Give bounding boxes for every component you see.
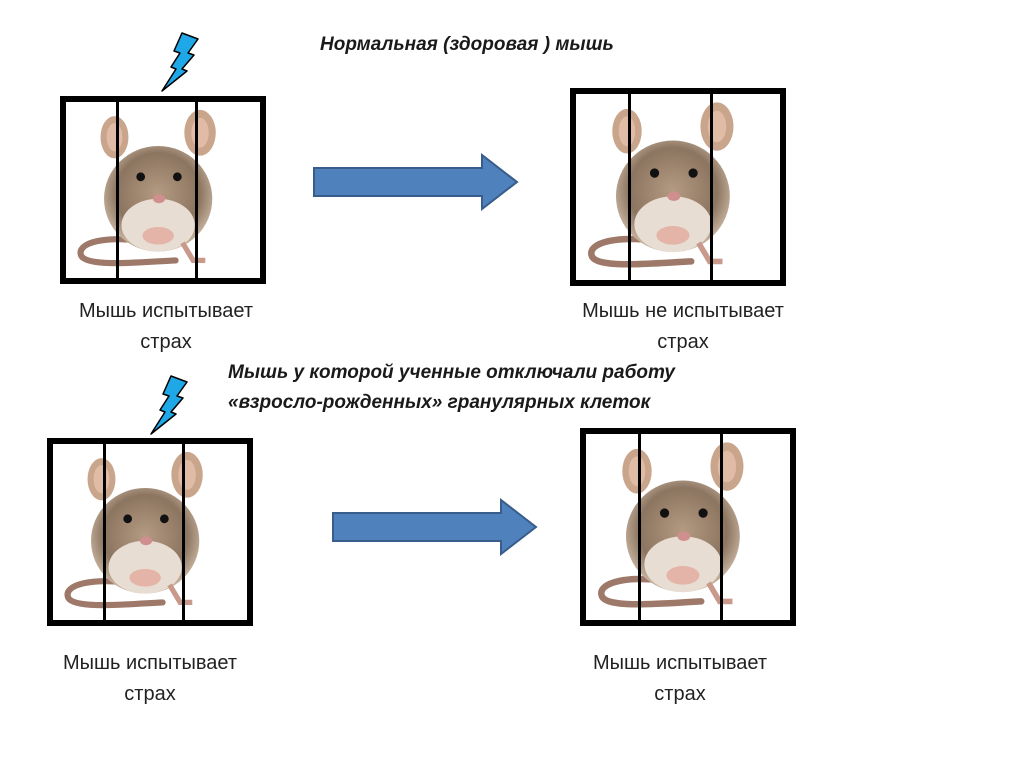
mouse-image (576, 94, 780, 280)
caption-top-left: Мышь испытывает страх (26, 296, 306, 358)
top-title: Нормальная (здоровая ) мышь (320, 34, 614, 55)
cage-bar (116, 102, 119, 278)
arrow-icon (332, 498, 538, 556)
cage-bar (182, 444, 185, 620)
caption-top-right: Мышь не испытывает страх (543, 296, 823, 358)
bottom-title: Мышь у которой ученные отключали работу … (228, 358, 675, 418)
caption-line: страх (654, 683, 706, 705)
mouse-image (53, 444, 247, 620)
caption-bottom-left: Мышь испытывает страх (10, 648, 290, 710)
cage-bottom-right (580, 428, 796, 626)
cage-bar (628, 94, 631, 280)
cage-bar (710, 94, 713, 280)
cage-top-right (570, 88, 786, 286)
caption-line: Мышь испытывает (78, 300, 254, 322)
caption-line: страх (124, 683, 176, 705)
title-line: «взросло-рожденных» гранулярных клеток (228, 392, 651, 413)
cage-bottom-left (47, 438, 253, 626)
lightning-icon (160, 31, 200, 93)
cage-bar (103, 444, 106, 620)
caption-line: страх (140, 331, 192, 353)
caption-line: Мышь не испытывает (582, 300, 784, 322)
cage-top-left (60, 96, 266, 284)
lightning-icon (149, 374, 189, 436)
mouse-image (66, 102, 260, 278)
mouse-image (586, 434, 790, 620)
arrow-icon (313, 153, 519, 211)
caption-line: страх (657, 331, 709, 353)
caption-line: Мышь испытывает (62, 652, 238, 674)
cage-bar (195, 102, 198, 278)
cage-bar (638, 434, 641, 620)
cage-bar (720, 434, 723, 620)
caption-line: Мышь испытывает (592, 652, 768, 674)
title-line: Мышь у которой ученные отключали работу (228, 362, 675, 383)
caption-bottom-right: Мышь испытывает страх (540, 648, 820, 710)
